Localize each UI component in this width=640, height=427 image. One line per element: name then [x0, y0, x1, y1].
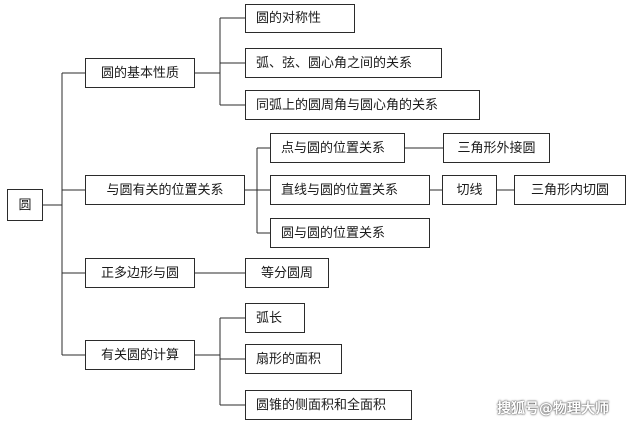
node-tangent: 切线	[442, 175, 497, 205]
branch-positional-relations: 与圆有关的位置关系	[85, 175, 245, 205]
node-line-circle: 直线与圆的位置关系	[270, 175, 430, 205]
node-inscribed-central-angle: 同弧上的圆周角与圆心角的关系	[245, 90, 480, 120]
node-arc-chord-angle: 弧、弦、圆心角之间的关系	[245, 48, 442, 78]
branch-calculations: 有关圆的计算	[85, 340, 195, 370]
node-incircle: 三角形内切圆	[514, 175, 626, 205]
node-cone-area: 圆锥的侧面积和全面积	[245, 390, 412, 420]
node-sector-area: 扇形的面积	[245, 344, 342, 374]
node-equal-division: 等分圆周	[245, 258, 329, 288]
branch-basic-properties: 圆的基本性质	[85, 58, 195, 88]
node-point-circle: 点与圆的位置关系	[270, 133, 405, 163]
node-circumcircle: 三角形外接圆	[443, 133, 550, 163]
node-arc-length: 弧长	[245, 303, 305, 333]
node-circle-circle: 圆与圆的位置关系	[270, 218, 430, 248]
watermark: 搜狐号@物理大师	[497, 401, 609, 417]
root-node: 圆	[7, 189, 43, 221]
branch-regular-polygon: 正多边形与圆	[85, 258, 195, 288]
node-symmetry: 圆的对称性	[245, 4, 355, 33]
